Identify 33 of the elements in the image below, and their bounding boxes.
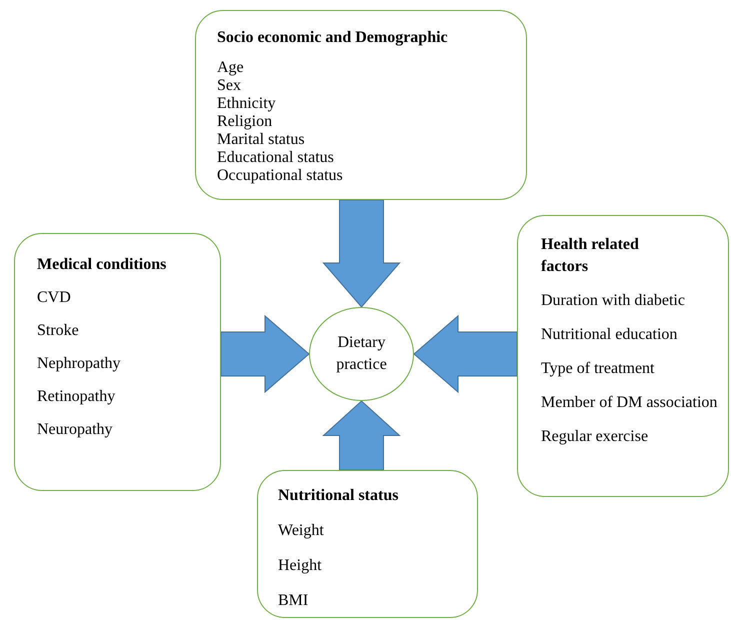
list-item: Stroke xyxy=(37,321,80,341)
box-heading: Medical conditions xyxy=(37,255,168,275)
list-item: Retinopathy xyxy=(37,387,116,407)
list-item: Religion xyxy=(217,113,274,131)
block-arrow xyxy=(322,400,401,470)
list-item: Nephropathy xyxy=(37,354,122,374)
list-item: BMI xyxy=(278,591,310,611)
box-heading: Socio economic and Demographic xyxy=(217,29,449,47)
list-item: Member of DM association xyxy=(541,393,718,413)
list-item: Occupational status xyxy=(217,167,344,185)
list-item: Height xyxy=(278,556,323,576)
list-item: Ethnicity xyxy=(217,95,277,113)
list-item: Educational status xyxy=(217,149,335,167)
list-item: Type of treatment xyxy=(541,359,656,379)
list-item: Neuropathy xyxy=(37,420,114,440)
factor-box xyxy=(195,10,527,200)
list-item: Marital status xyxy=(217,131,306,149)
factor-box xyxy=(517,215,729,497)
list-item: Duration with diabetic xyxy=(541,291,686,311)
factor-box xyxy=(14,233,221,491)
factor-box xyxy=(257,470,478,618)
list-item: Age xyxy=(217,59,245,77)
list-item: CVD xyxy=(37,288,72,308)
list-item: Weight xyxy=(278,521,325,541)
list-item: Nutritional education xyxy=(541,325,678,345)
block-arrow xyxy=(220,314,310,394)
list-item: Sex xyxy=(217,77,242,95)
block-arrow xyxy=(413,314,518,394)
list-item: Regular exercise xyxy=(541,427,650,447)
box-heading: Health related factors xyxy=(541,235,640,277)
block-arrow xyxy=(322,200,401,308)
node-label: Dietary practice xyxy=(335,333,388,375)
box-heading: Nutritional status xyxy=(278,486,400,506)
